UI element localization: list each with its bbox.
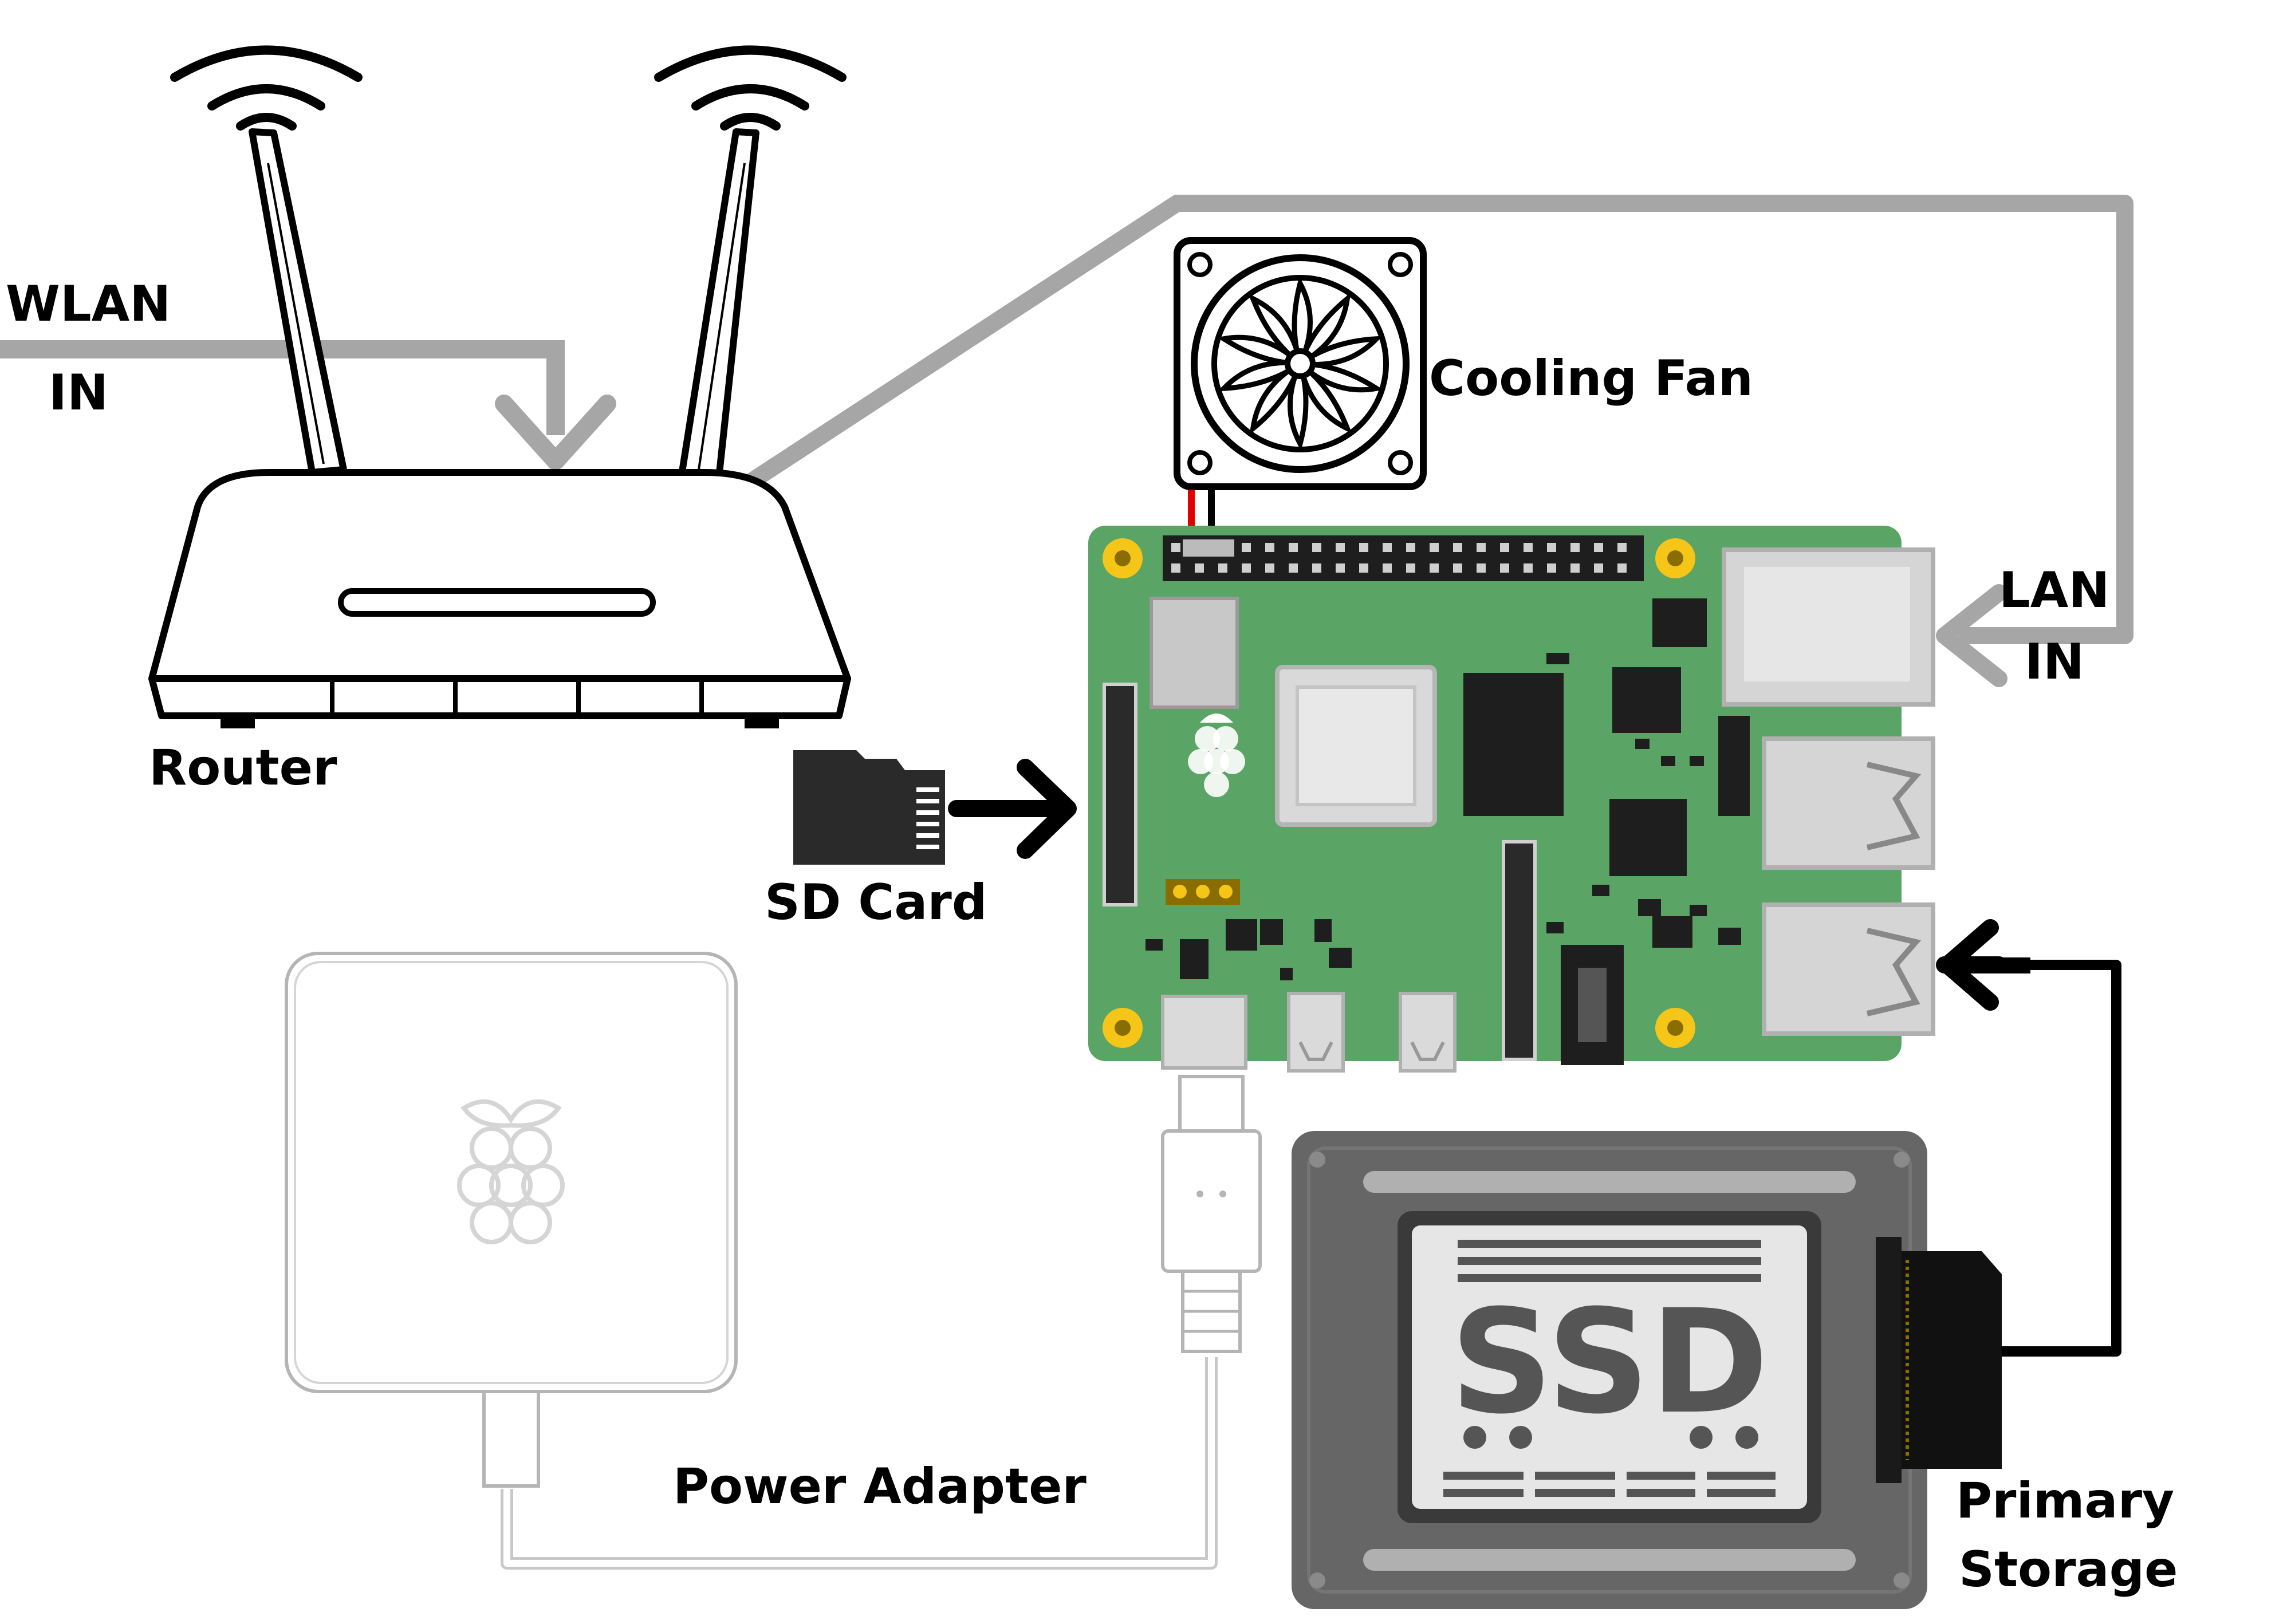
- led-indicators: [1166, 879, 1240, 905]
- gpio-header: [1163, 535, 1644, 581]
- raspberry-logo-icon: [457, 1099, 565, 1244]
- router-antenna-right: [678, 128, 759, 482]
- usb-c-port: [1161, 995, 1247, 1070]
- wifi-signal-icon: [170, 45, 363, 131]
- ethernet-port: [1722, 547, 1935, 707]
- chip: [1609, 799, 1687, 876]
- router-led-bar: [338, 588, 656, 617]
- ssd-label: SSD: [1450, 1279, 1769, 1445]
- audio-jack: [1561, 945, 1624, 1065]
- camera-connector: [1502, 840, 1537, 1061]
- usb-c-plug: [1161, 1075, 1262, 1353]
- usb-port: [1762, 736, 1935, 870]
- sata-connector: [1876, 1237, 2002, 1483]
- lan-cable: [734, 195, 2133, 687]
- power-adapter: [285, 952, 738, 1488]
- sd-card-icon: [793, 750, 945, 865]
- ethernet-chip: [1718, 716, 1750, 816]
- wifi-signal-icon: [654, 45, 847, 131]
- wifi-module: [1150, 597, 1239, 709]
- router-base: [148, 675, 851, 728]
- micro-hdmi-port: [1399, 992, 1457, 1073]
- wlan-in-label-line1: WLAN: [6, 275, 171, 333]
- router-body: [148, 469, 851, 682]
- router: [148, 45, 851, 728]
- sd-card: [793, 750, 945, 865]
- cooling-fan-label: Cooling Fan: [1429, 350, 1753, 407]
- small-chip: [1652, 598, 1707, 647]
- usb-port: [1762, 902, 1935, 1036]
- power-cable-inner: [503, 1357, 1215, 1567]
- lan-in-label-line1: LAN: [1999, 562, 2109, 619]
- wlan-in-label-line2: IN: [49, 364, 108, 421]
- usb-storage-cable: [1936, 919, 2121, 1357]
- power-adapter-label: Power Adapter: [673, 1458, 1087, 1515]
- raspberry-pi-board: [1088, 526, 1935, 1073]
- cooling-fan: [1174, 237, 1427, 541]
- smd-components: [1146, 653, 1741, 980]
- primary-storage-label-line1: Primary: [1956, 1472, 2174, 1530]
- wlan-in-cable: [0, 340, 616, 470]
- ssd-drive: SSD: [1292, 1131, 1927, 1609]
- router-antenna-left: [249, 128, 347, 476]
- mount-holes: [1103, 538, 1695, 1048]
- sd-card-label: SD Card: [765, 874, 987, 931]
- lan-in-label-line2: IN: [2025, 633, 2084, 691]
- router-label: Router: [149, 739, 337, 797]
- chip: [1612, 667, 1681, 733]
- sd-card-arrow: [948, 759, 1077, 859]
- micro-hdmi-port: [1287, 992, 1345, 1073]
- fan-icon: [1211, 275, 1389, 452]
- raspberry-logo-icon: [1188, 714, 1245, 797]
- primary-storage-label-line2: Storage: [1959, 1541, 2178, 1598]
- display-connector: [1103, 683, 1137, 906]
- ram-chip: [1463, 673, 1564, 816]
- soc-chip: [1275, 665, 1437, 827]
